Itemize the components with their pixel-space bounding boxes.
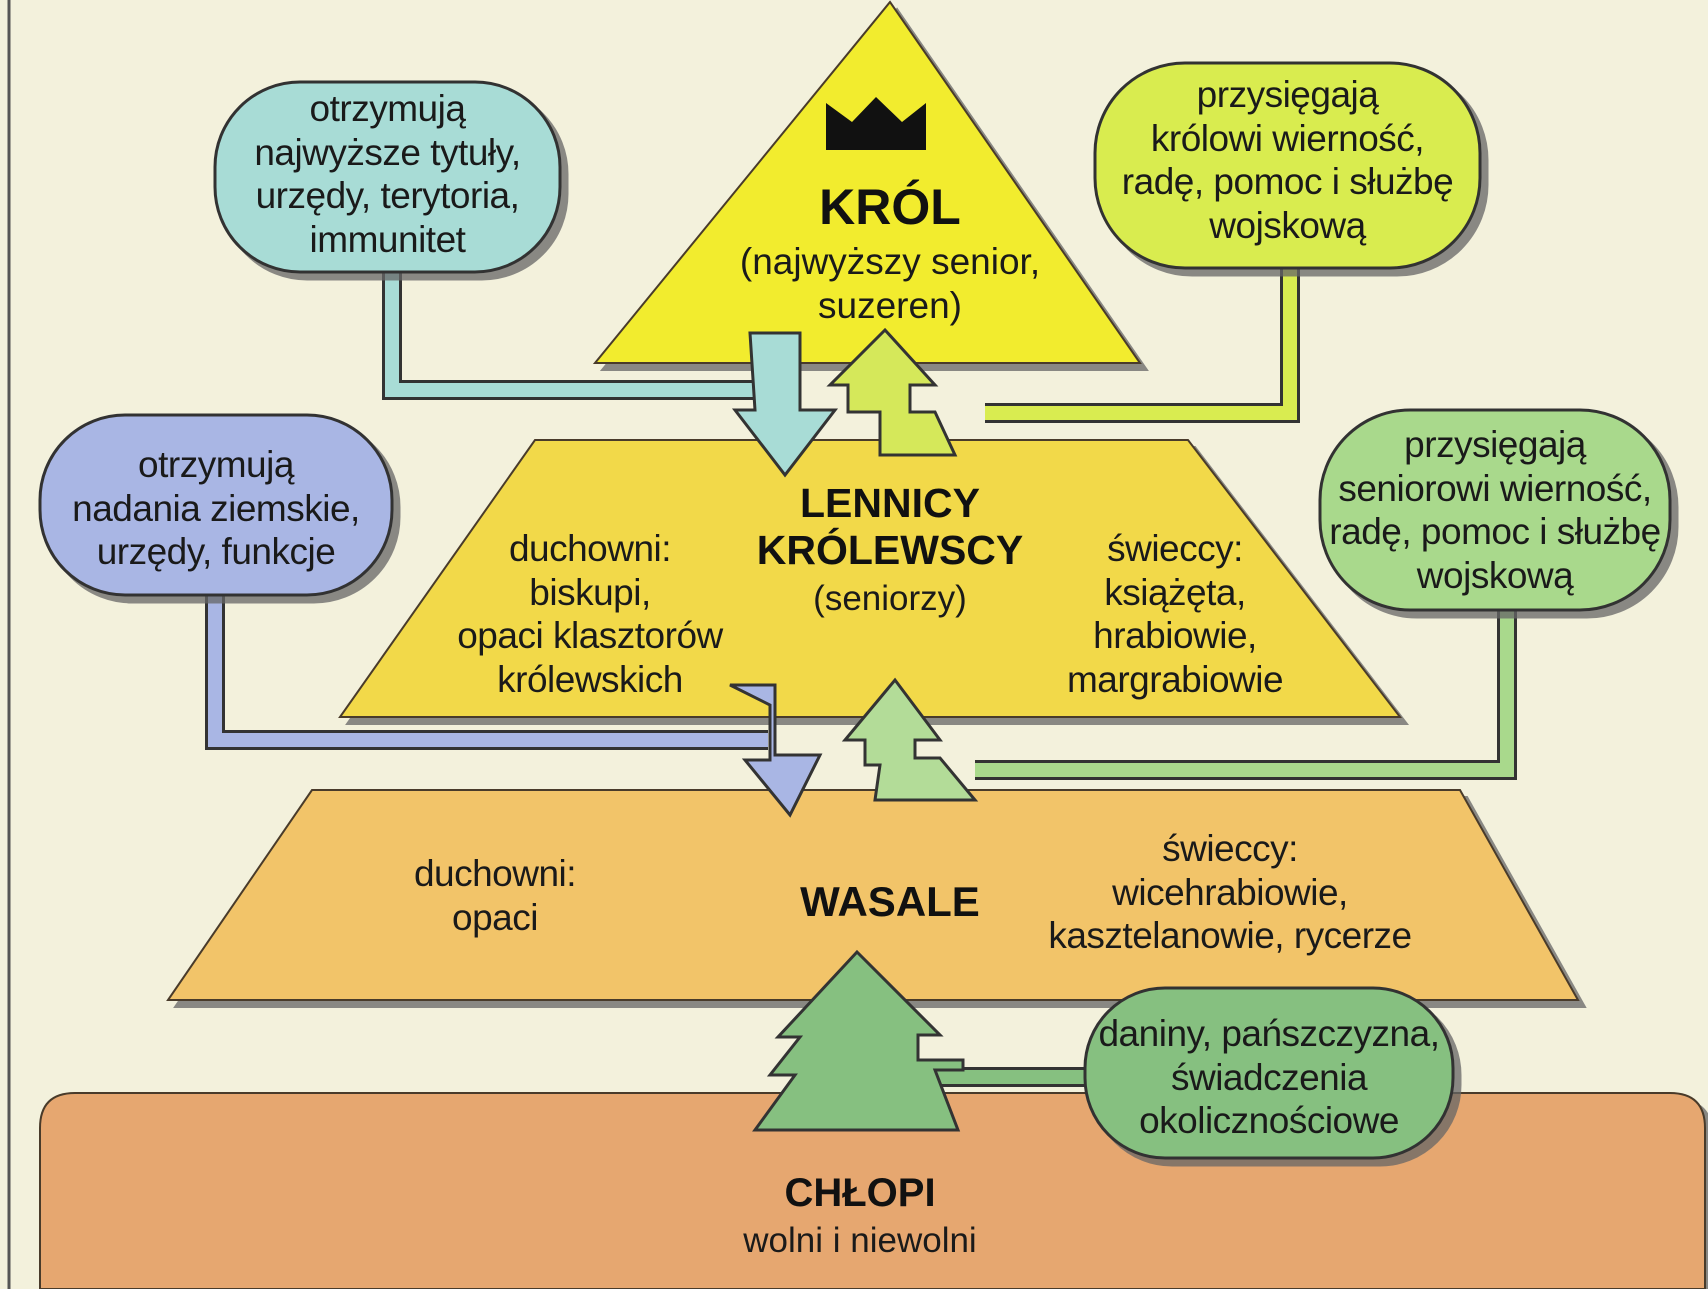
krol-title: KRÓL bbox=[819, 179, 961, 235]
lennicy-subtitle: (seniorzy) bbox=[813, 579, 967, 618]
bubble-mid-left bbox=[38, 413, 394, 597]
connector-mid-left bbox=[205, 590, 768, 750]
wasale-title: WASALE bbox=[800, 878, 980, 925]
connector-top-left bbox=[382, 265, 760, 400]
lennicy-right-label: świeccy: książęta, hrabiowie, margrabiow… bbox=[1066, 528, 1284, 700]
crown-icon bbox=[826, 97, 926, 150]
arrow-down-to-wasale bbox=[729, 683, 823, 818]
arrow-up-to-krol bbox=[826, 327, 958, 457]
bubble-top-left-text: otrzymują najwyższe tytuły, urzędy, tery… bbox=[254, 88, 521, 260]
connector-mid-right bbox=[975, 600, 1517, 780]
bubble-top-left bbox=[213, 80, 562, 274]
bubble-top-right-text: przysięgają królowi wierność, radę, pomo… bbox=[1121, 74, 1454, 246]
wasale-right-label: świeccy: wicehrabiowie, kasztelanowie, r… bbox=[1048, 828, 1412, 957]
arrow-up-to-lennicy bbox=[841, 677, 979, 802]
wasale-left-label: duchowni: opaci bbox=[413, 853, 577, 938]
bubble-bottom-text: daniny, pańszczyzna, świadczenia okolicz… bbox=[1098, 1013, 1440, 1142]
chlopi-title: CHŁOPI bbox=[784, 1171, 936, 1215]
connector-top-right bbox=[985, 262, 1300, 423]
lennicy-left-label: duchowni: biskupi, opaci klasztorów król… bbox=[457, 528, 723, 700]
bubble-top-right bbox=[1093, 61, 1482, 270]
lennicy-title: LENNICY KRÓLEWSCY bbox=[756, 480, 1024, 574]
bubble-mid-right bbox=[1318, 408, 1672, 612]
chlopi-subtitle: wolni i niewolni bbox=[743, 1221, 977, 1260]
wasale-block bbox=[166, 789, 1580, 1001]
bubble-bottom bbox=[1083, 986, 1455, 1160]
krol-subtitle: (najwyższy senior, suzeren) bbox=[739, 241, 1041, 326]
bubble-mid-left-text: otrzymują nadania ziemskie, urzędy, funk… bbox=[72, 444, 360, 573]
arrow-down-to-lennicy bbox=[731, 331, 839, 478]
arrow-up-to-wasale bbox=[752, 949, 965, 1132]
lennicy-block bbox=[338, 439, 1403, 718]
bubble-mid-right-text: przysięgają seniorowi wierność, radę, po… bbox=[1329, 424, 1661, 596]
